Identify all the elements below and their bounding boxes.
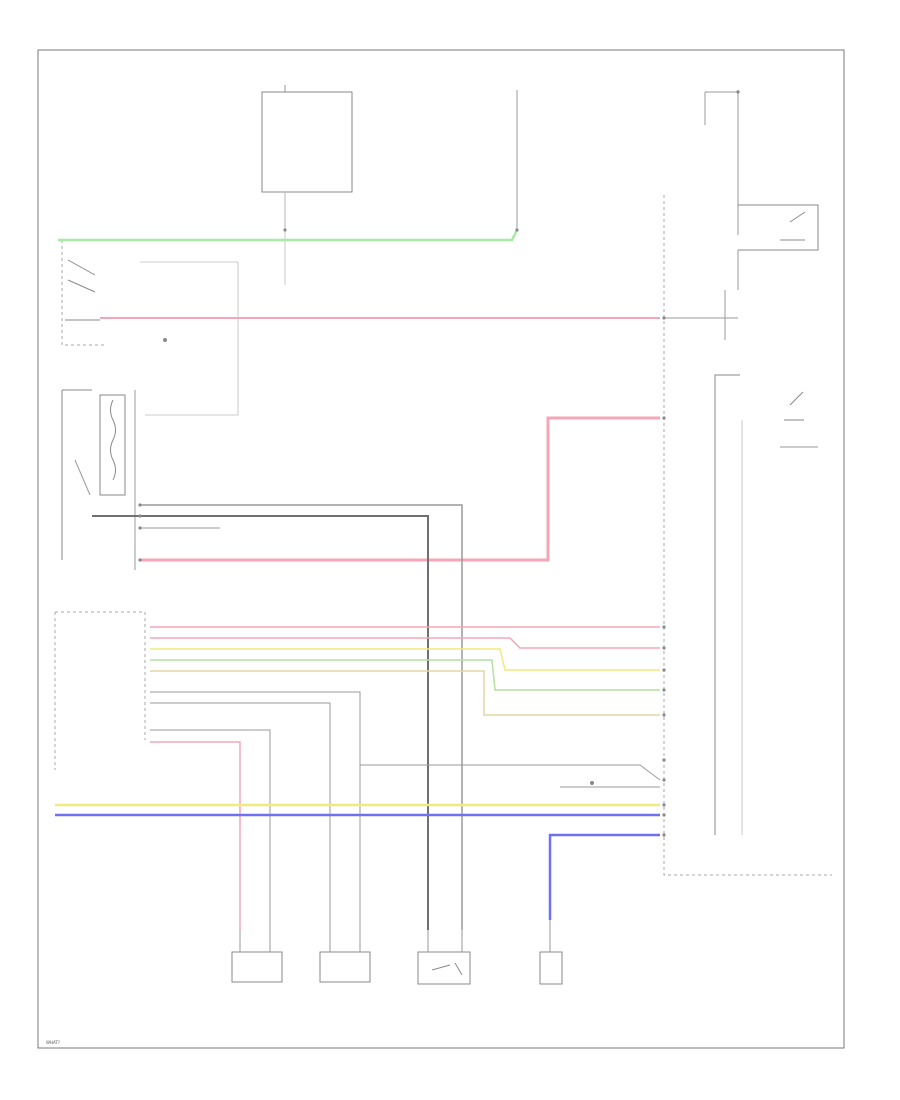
wire-blue-vertical [548,833,660,920]
wire-gray-loop [140,261,239,416]
connector-dot [662,778,666,782]
connector-dot [138,514,142,518]
ecm-dashed-boundary [54,611,146,770]
connector-dot [662,813,666,817]
relay-lower-switch [784,391,804,421]
wire-gray-ecm-3 [150,729,271,930]
wire-bundle-yellow [150,648,660,671]
wire-bundle-green [150,659,660,691]
connector-dot [662,316,666,320]
connector-dot [283,228,287,232]
wire-bundle-pink-2 [150,637,660,649]
connector-dot [138,526,142,530]
wire-green-top [58,229,519,242]
sensor-box-1 [231,951,283,983]
wire-gray-1 [140,504,463,930]
switch-box-upper [61,240,105,346]
connector-dot [662,668,666,672]
diagram-frame [37,49,845,1049]
pedal-switch-coil [110,399,116,481]
connector-dot [662,713,666,717]
pedal-switch-body [99,394,126,496]
pedal-position-switch-box [417,951,471,985]
transmission-sensor-box [539,951,563,985]
ground-mark [163,338,167,342]
sensor-box-2 [319,951,371,983]
connector-dot [662,688,666,692]
connector-dot [662,646,666,650]
module-dashed-boundary [663,195,832,876]
connector-dot [736,90,740,94]
connector-dot [662,625,666,629]
connector-dot [662,803,666,807]
relay-upper-switch [780,211,806,241]
relay-upper [738,204,819,251]
connector-dot [515,228,519,232]
wire-gray-2 [92,515,429,930]
pedal-switch-lead [74,459,91,496]
ground-mark [590,781,594,785]
wire-pink-l [140,416,660,562]
fuse-block-left [261,91,353,193]
connector-dot [138,558,142,562]
wire-pink-ecm [150,741,241,930]
connector-dot [662,833,666,837]
wire-gray-ecm-2 [150,702,331,930]
wire-bundle-beige [150,670,660,716]
page-label: WHAT? [46,1040,60,1045]
connector-dot [662,416,666,420]
relay-lower [714,374,740,835]
connector-dot [662,758,666,762]
pedal-switch-contact [431,962,463,976]
pedal-switch-box [61,389,92,560]
switch-box-upper-contacts [65,259,100,321]
wire-gray-ecm-1 [150,691,661,781]
connector-dot [138,503,142,507]
